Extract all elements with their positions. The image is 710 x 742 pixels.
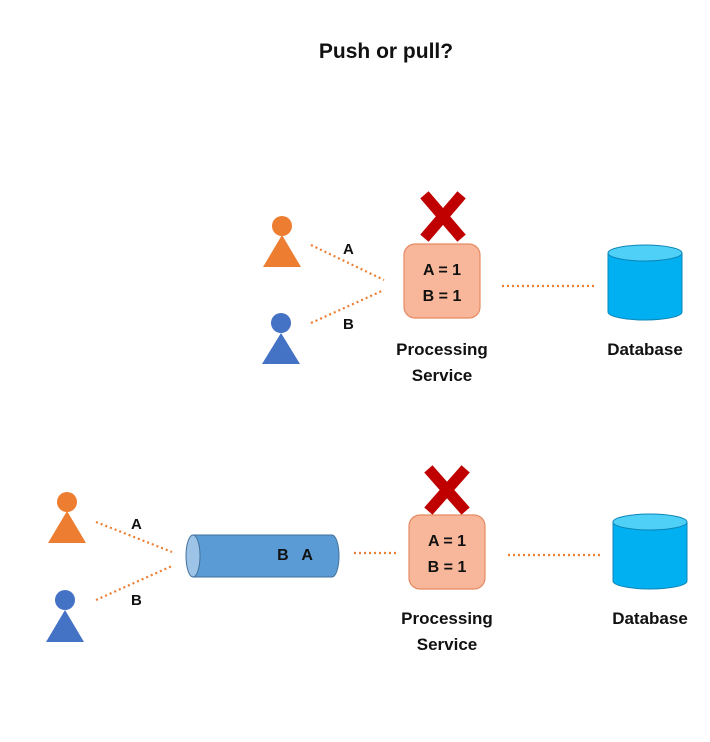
queue-items: B A <box>277 547 313 564</box>
page-title: Push or pull? <box>319 40 453 63</box>
database-icon <box>612 513 688 590</box>
service-caption-line2: Service <box>412 366 473 385</box>
service-value-a: A = 1 <box>423 262 461 279</box>
service-caption-line1: Processing <box>396 340 488 359</box>
queue-icon <box>185 534 340 578</box>
database-icon <box>607 244 683 321</box>
user-b-label: B <box>343 316 354 333</box>
user-a-icon <box>263 216 301 267</box>
diagram-pull: A B B A A = 1 B = 1 Processing Service D… <box>46 465 688 654</box>
service-value-b: B = 1 <box>428 559 467 576</box>
processing-service-box <box>408 514 486 590</box>
user-a-label: A <box>343 241 354 258</box>
processing-service-box <box>403 243 481 319</box>
service-value-b: B = 1 <box>423 288 462 305</box>
service-caption-line2: Service <box>417 635 478 654</box>
service-value-a: A = 1 <box>428 533 466 550</box>
user-a-label: A <box>131 516 142 533</box>
database-caption: Database <box>612 609 688 628</box>
diagram-push: A B A = 1 B = 1 Processing Service Datab… <box>262 191 683 385</box>
cross-icon <box>424 465 470 515</box>
user-b-icon <box>262 313 300 364</box>
service-caption-line1: Processing <box>401 609 493 628</box>
connector-b <box>95 564 173 602</box>
connector-a <box>310 244 385 281</box>
connector-b <box>310 288 385 325</box>
connector-a <box>95 520 173 554</box>
database-caption: Database <box>607 340 683 359</box>
user-a-icon <box>48 492 86 543</box>
user-b-label: B <box>131 592 142 609</box>
user-b-icon <box>46 590 84 642</box>
cross-icon <box>420 191 466 242</box>
